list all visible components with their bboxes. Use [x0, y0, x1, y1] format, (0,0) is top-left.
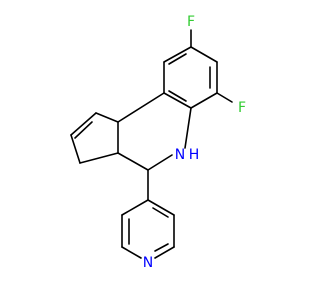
bond [163, 46, 192, 63]
pyridine-ring [121, 199, 175, 259]
bond [117, 92, 165, 123]
bond [190, 92, 218, 109]
bond [70, 134, 81, 164]
fluorine-label-top: F [187, 14, 195, 30]
bond [147, 199, 175, 216]
double-bond [74, 121, 93, 139]
bond [121, 246, 142, 259]
amine-hydrogen-label: H [189, 147, 200, 163]
bond [70, 112, 97, 136]
cyclopentene-ring [70, 112, 119, 164]
double-bond [154, 243, 169, 252]
bond [154, 246, 175, 259]
bond [190, 46, 218, 63]
double-bond [152, 207, 169, 218]
bond [147, 154, 173, 171]
bond [95, 112, 119, 123]
benzene-ring [163, 46, 218, 109]
bond [121, 199, 149, 216]
double-bond [168, 90, 187, 102]
bond [184, 107, 192, 149]
molecule-structure: F F N H N [70, 14, 246, 271]
bond [117, 152, 149, 171]
bond [79, 152, 119, 164]
fluorine-label-right: F [238, 100, 246, 116]
double-bond [168, 53, 187, 65]
bond [163, 92, 192, 109]
pyridine-nitrogen-label: N [143, 255, 153, 271]
piperidine-ring [117, 92, 192, 171]
amine-nitrogen-label: N [175, 147, 185, 163]
bond-f-right [216, 92, 233, 103]
